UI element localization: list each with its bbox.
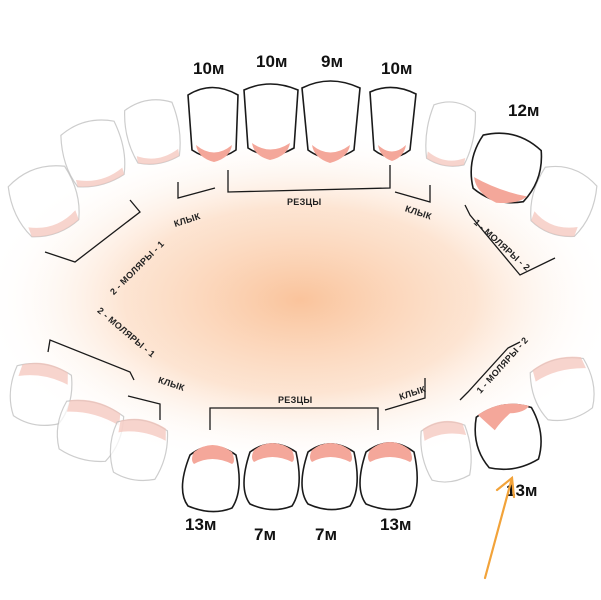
upper-age-3: 9м — [321, 52, 343, 71]
upper-molar-right — [470, 132, 543, 204]
upper-incisor-4 — [369, 86, 417, 161]
lower-molar-right — [474, 403, 542, 471]
upper-left-faded-teeth — [7, 99, 181, 238]
lower-incisor-1 — [181, 445, 240, 513]
lower-right-faded-teeth — [420, 356, 595, 483]
upper-incisors-label: РЕЗЦЫ — [287, 197, 322, 207]
mouth-glow — [0, 130, 601, 470]
lower-age-1: 13м — [185, 515, 217, 534]
upper-brackets — [44, 165, 556, 276]
lower-left-faded-teeth — [9, 362, 169, 482]
upper-age-4: 10м — [381, 59, 413, 78]
upper-age-2: 10м — [256, 52, 288, 71]
lower-brackets — [47, 339, 521, 430]
upper-right-faded-teeth — [425, 101, 598, 238]
lower-incisor-3 — [301, 443, 358, 511]
upper-age-1: 10м — [193, 59, 225, 78]
lower-age-3: 7м — [315, 525, 337, 544]
upper-incisor-3 — [301, 80, 361, 163]
lower-age-4: 13м — [380, 515, 412, 534]
lower-incisor-4 — [359, 442, 418, 511]
lower-incisors-label: РЕЗЦЫ — [278, 395, 313, 405]
lower-incisor-2 — [243, 443, 300, 511]
upper-age-5: 12м — [508, 101, 540, 120]
upper-incisor-1 — [187, 86, 239, 162]
upper-incisor-2 — [243, 83, 299, 160]
lower-age-2: 7м — [254, 525, 276, 544]
arrow-icon — [483, 475, 516, 580]
